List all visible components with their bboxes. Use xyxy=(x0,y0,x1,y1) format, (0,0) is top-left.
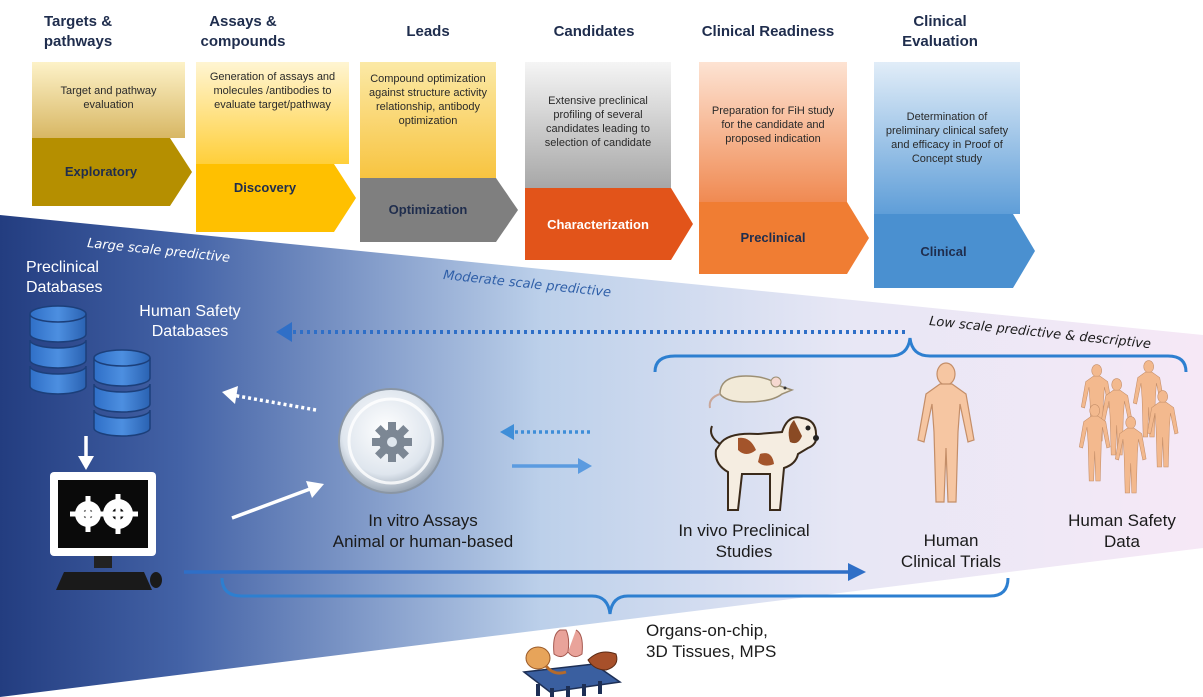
organs-on-chip-label-line2: 3D Tissues, MPS xyxy=(646,642,777,661)
stage-description-targets: Target and pathway evaluation xyxy=(60,85,157,111)
phase-label-discovery: Discovery xyxy=(233,180,297,195)
in-vivo-label-line2: Studies xyxy=(715,542,773,561)
in-vitro-label-line2: Animal or human-based xyxy=(332,532,514,551)
stage-title-assays: Assays & compounds xyxy=(200,13,286,50)
organs-on-chip-label: Organs-on-chip, 3D Tissues, MPS xyxy=(646,620,790,662)
human-group-icon xyxy=(1078,360,1179,494)
database-icon xyxy=(29,305,87,395)
human-figure-icon xyxy=(917,362,975,503)
phase-label-characterization: Characterization xyxy=(547,217,649,232)
petri-dish-icon xyxy=(338,388,444,494)
preclinical-chevron xyxy=(699,202,869,274)
stage-description-clinical-readiness: Preparation for FiH study for the candid… xyxy=(711,105,835,145)
in-vivo-label-line1: In vivo Preclinical xyxy=(678,521,810,540)
clinical-chevron xyxy=(874,214,1035,288)
optimization-chevron xyxy=(360,178,518,242)
stage-title-clinical-readiness: Clinical Readiness xyxy=(701,23,835,40)
rat-icon xyxy=(708,375,795,409)
exploratory-chevron xyxy=(32,138,192,206)
stage-title-leads: Leads xyxy=(406,23,450,40)
characterization-chevron xyxy=(525,188,693,260)
human-safety-databases-label: Human Safety Databases xyxy=(139,303,241,340)
stage-title-targets: Targets & pathways xyxy=(43,13,113,50)
phase-label-optimization: Optimization xyxy=(388,202,468,217)
organs-on-chip-icon xyxy=(522,629,622,697)
stage-title-clinical-evaluation: Clinical Evaluation xyxy=(902,13,978,50)
discovery-chevron xyxy=(196,164,356,232)
clinical-trials-label-line1: Human xyxy=(923,531,979,550)
phase-label-preclinical: Preclinical xyxy=(740,230,806,245)
human-safety-data-label-line2: Data xyxy=(1104,532,1140,551)
clinical-trials-label: Human Clinical Trials xyxy=(876,530,1026,572)
preclinical-databases-label: Preclinical Databases xyxy=(26,259,103,296)
human-safety-data-label: Human Safety Data xyxy=(1054,510,1190,552)
phase-label-exploratory: Exploratory xyxy=(64,164,138,179)
computer-gears-icon xyxy=(50,472,162,590)
dog-icon xyxy=(710,416,819,511)
stage-description-leads: Compound optimization against structure … xyxy=(369,73,487,127)
clinical-trials-label-line2: Clinical Trials xyxy=(900,552,1002,571)
human-safety-data-label-line1: Human Safety xyxy=(1068,511,1176,530)
in-vitro-label-line1: In vitro Assays xyxy=(368,511,478,530)
organs-on-chip-label-line1: Organs-on-chip, xyxy=(646,621,768,640)
stage-description-candidates: Extensive preclinical profiling of sever… xyxy=(544,95,652,149)
stage-title-candidates: Candidates xyxy=(553,23,635,40)
in-vivo-label: In vivo Preclinical Studies xyxy=(660,520,828,562)
stage-description-assays: Generation of assays and molecules /anti… xyxy=(209,71,336,111)
database-icon xyxy=(93,349,151,437)
in-vitro-label: In vitro Assays Animal or human-based xyxy=(328,510,518,552)
phase-label-clinical: Clinical xyxy=(920,244,967,259)
stage-description-clinical-evaluation: Determination of preliminary clinical sa… xyxy=(885,111,1009,165)
